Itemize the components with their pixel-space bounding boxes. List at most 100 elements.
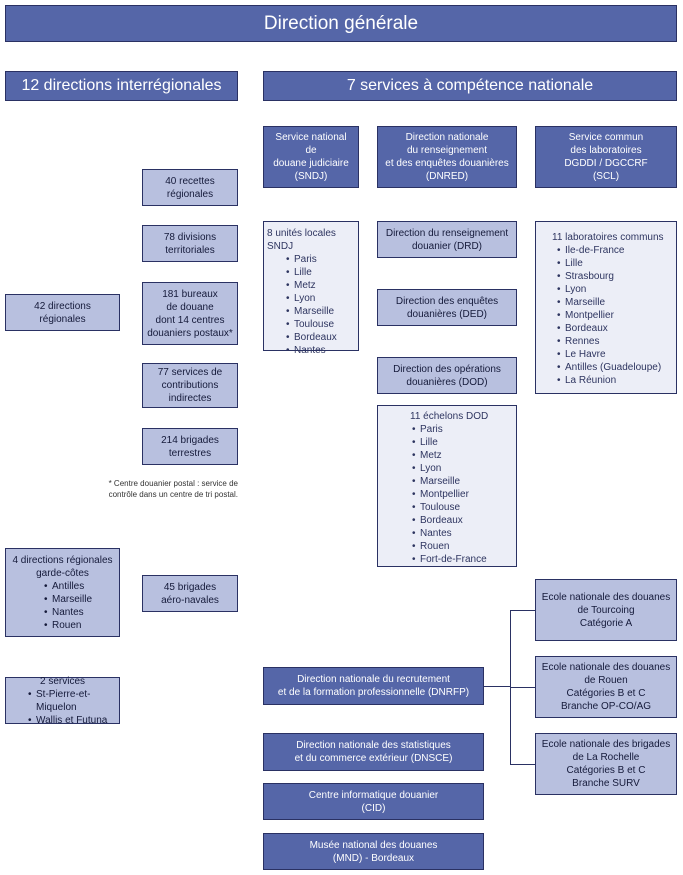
list-item: Marseille xyxy=(286,305,358,318)
recettes-box: 40 recettes régionales xyxy=(142,169,238,206)
dnrfp-box: Direction nationale du recrutement et de… xyxy=(263,667,484,705)
brigades-terrestres-line: 214 brigades xyxy=(161,434,219,446)
list-item: Antilles xyxy=(44,580,92,593)
list-item: Bordeaux xyxy=(557,322,676,335)
list-item: Metz xyxy=(286,279,358,292)
dnsce-line: et du commerce extérieur (DNSCE) xyxy=(294,753,453,764)
dnrfp-line: et de la formation professionnelle (DNRF… xyxy=(277,687,470,698)
recettes-line: régionales xyxy=(166,188,214,200)
sndj-units-title: 8 unités locales SNDJ xyxy=(267,228,336,252)
list-item: Lyon xyxy=(286,292,358,305)
dnred-title-line: Direction nationale xyxy=(405,132,489,143)
bureaux-line: de douane xyxy=(166,301,214,313)
sndj-box: Service national de douane judiciaire (S… xyxy=(263,126,359,188)
list-item: Paris xyxy=(286,253,358,266)
sndj-title-line: Service national xyxy=(275,132,347,143)
list-item: Lille xyxy=(286,266,358,279)
bureaux-line: dont 14 centres xyxy=(155,314,225,326)
cid-line: Centre informatique douanier xyxy=(308,789,439,801)
scl-title-line: DGDDI / DGCCRF xyxy=(564,158,648,169)
list-item: Fort-de-France xyxy=(412,553,516,566)
sndj-title-line: (SNDJ) xyxy=(294,171,328,182)
cid-box: Centre informatique douanier (CID) xyxy=(263,783,484,820)
list-item: Wallis et Futuna xyxy=(28,714,119,727)
directions-regionales-box: 42 directions régionales xyxy=(5,294,120,331)
mnd-line: (MND) - Bordeaux xyxy=(332,852,415,864)
list-item: Paris xyxy=(412,423,516,436)
ded-line: douanières (DED) xyxy=(406,308,488,320)
footnote: * Centre douanier postal : service de co… xyxy=(80,478,238,500)
interregional-header: 12 directions interrégionales xyxy=(5,71,238,101)
list-item: La Réunion xyxy=(557,374,676,387)
ecole-tourcoing-box: Ecole nationale des douanes de Tourcoing… xyxy=(535,579,677,641)
footnote-line: contrôle dans un centre de tri postal. xyxy=(108,490,238,499)
national-services-header: 7 services à compétence nationale xyxy=(263,71,677,101)
aero-navales-line: 45 brigades xyxy=(163,581,217,593)
dod-echelons-title: 11 échelons DOD xyxy=(410,411,489,422)
list-item: Ile-de-France xyxy=(557,244,676,257)
dnsce-line: Direction nationale des statistiques xyxy=(296,740,451,751)
list-item: Nantes xyxy=(286,344,358,357)
national-services-header-label: 7 services à compétence nationale xyxy=(346,77,594,94)
connector-line xyxy=(510,764,535,765)
list-item: Metz xyxy=(412,449,516,462)
direction-generale-box: Direction générale xyxy=(5,5,677,42)
dod-line: Direction des opérations xyxy=(393,363,501,375)
aero-navales-line: aéro-navales xyxy=(161,594,219,606)
contributions-line: 77 services de xyxy=(157,367,223,378)
scl-box: Service commun des laboratoires DGDDI / … xyxy=(535,126,677,188)
ecole-line: Catégories B et C xyxy=(566,765,646,776)
ecole-line: Catégories B et C xyxy=(566,688,646,699)
dod-echelons-box: 11 échelons DOD Paris Lille Metz Lyon Ma… xyxy=(377,405,517,567)
scl-labs-list: Ile-de-France Lille Strasbourg Lyon Mars… xyxy=(536,244,676,387)
dnrfp-line: Direction nationale du recrutement xyxy=(297,674,450,685)
list-item: Bordeaux xyxy=(286,331,358,344)
bureaux-box: 181 bureaux de douane dont 14 centres do… xyxy=(142,282,238,345)
ecole-line: Ecole nationale des douanes xyxy=(541,662,671,673)
two-services-box: 2 services St-Pierre-et-Miquelon Wallis … xyxy=(5,675,120,727)
ecole-line: Catégorie A xyxy=(579,617,633,629)
list-item: Lyon xyxy=(412,462,516,475)
list-item: Lille xyxy=(557,257,676,270)
dod-box: Direction des opérations douanières (DOD… xyxy=(377,357,517,394)
scl-title-line: Service commun xyxy=(568,132,644,143)
directions-regionales-line: 42 directions xyxy=(34,300,91,312)
list-item: Nantes xyxy=(44,606,92,619)
drd-box: Direction du renseignement douanier (DRD… xyxy=(377,221,517,258)
bureaux-line: douaniers postaux* xyxy=(147,327,233,339)
ecole-line: Branche OP-CO/AG xyxy=(560,701,652,712)
list-item: Le Havre xyxy=(557,348,676,361)
connector-line xyxy=(510,687,535,688)
sndj-units-list: Paris Lille Metz Lyon Marseille Toulouse… xyxy=(264,253,358,357)
two-services-title: 2 services xyxy=(39,675,85,687)
dnsce-box: Direction nationale des statistiques et … xyxy=(263,733,484,771)
ecole-line: de La Rochelle xyxy=(572,752,640,763)
connector-line xyxy=(484,686,510,687)
sndj-units-box: 8 unités locales SNDJ Paris Lille Metz L… xyxy=(263,221,359,357)
ecole-rouen-box: Ecole nationale des douanes de Rouen Cat… xyxy=(535,656,677,718)
contributions-box: 77 services de contributions indirectes xyxy=(142,363,238,408)
dnred-title-line: du renseignement xyxy=(406,145,488,156)
ecole-line: Ecole nationale des brigades xyxy=(541,739,671,750)
recettes-line: 40 recettes xyxy=(165,175,215,187)
list-item: Rouen xyxy=(412,540,516,553)
ecole-line: Ecole nationale des douanes xyxy=(541,591,671,603)
list-item: Bordeaux xyxy=(412,514,516,527)
list-item: Montpellier xyxy=(412,488,516,501)
scl-labs-title: 11 laboratoires communs xyxy=(552,232,664,243)
drd-line: Direction du renseignement xyxy=(385,227,509,239)
contributions-line: indirectes xyxy=(168,393,212,404)
interregional-header-label: 12 directions interrégionales xyxy=(21,77,222,94)
dod-echelons-list: Paris Lille Metz Lyon Marseille Montpell… xyxy=(378,423,516,566)
garde-cotes-box: 4 directions régionales garde-côtes Anti… xyxy=(5,548,120,637)
list-item: Antilles (Guadeloupe) xyxy=(557,361,676,374)
ecole-line: de Rouen xyxy=(584,675,628,686)
contributions-line: contributions xyxy=(161,380,219,391)
list-item: Marseille xyxy=(44,593,92,606)
ecole-line: de Tourcoing xyxy=(577,604,635,616)
bureaux-line: 181 bureaux xyxy=(162,288,218,300)
two-services-list: St-Pierre-et-Miquelon Wallis et Futuna xyxy=(18,688,119,727)
drd-line: douanier (DRD) xyxy=(411,240,483,252)
list-item: Marseille xyxy=(557,296,676,309)
directions-regionales-line: régionales xyxy=(39,313,86,325)
